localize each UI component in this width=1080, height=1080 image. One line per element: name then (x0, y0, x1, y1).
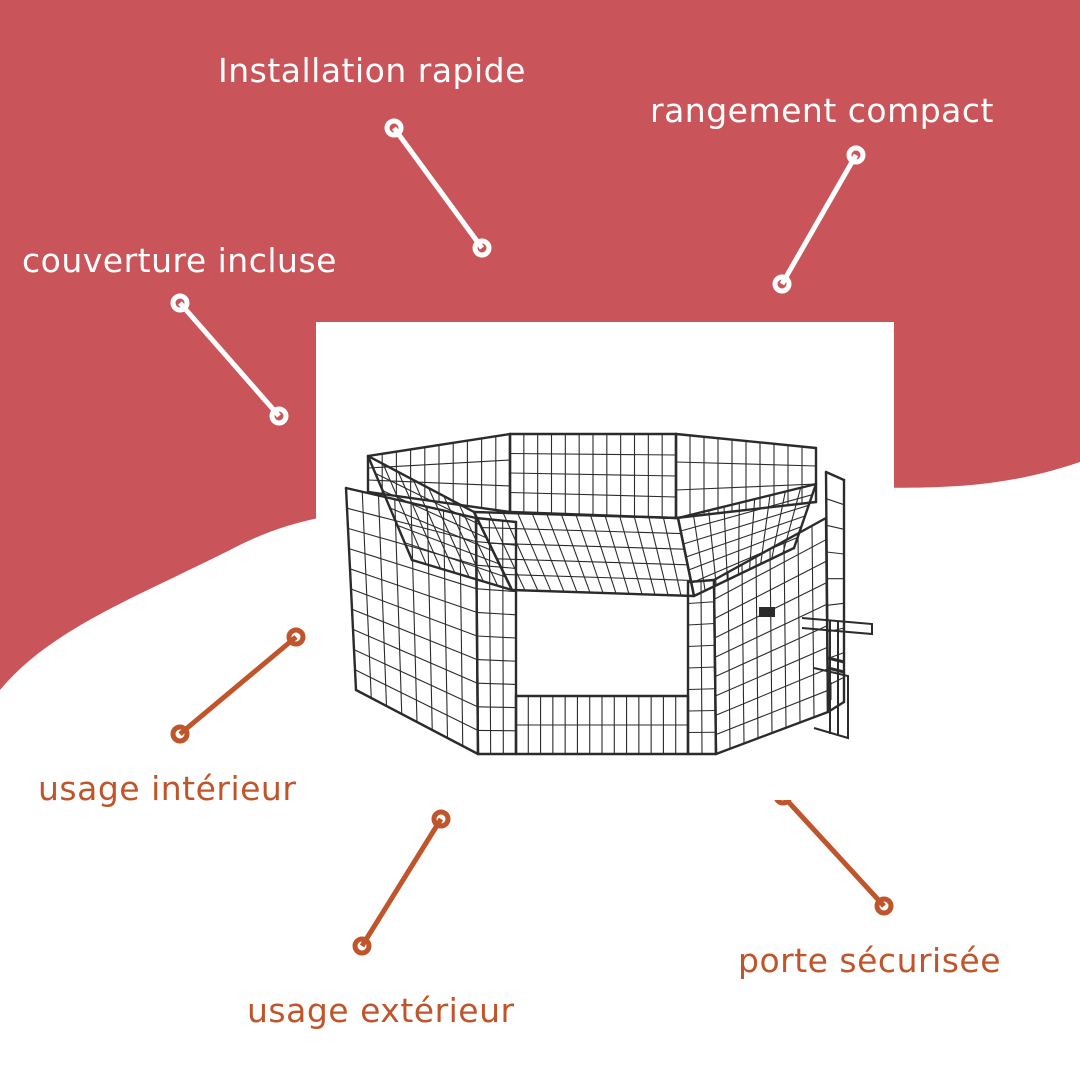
playpen-illustration (344, 432, 873, 756)
playpen-panels (344, 432, 846, 756)
feature-exterieur-label: usage extérieur (247, 991, 515, 1030)
callout-pointer-rangement (772, 145, 866, 294)
door-latch (827, 656, 845, 700)
feature-couverture-label: couverture incluse (22, 241, 337, 280)
callout-pointer-interieur (170, 627, 306, 744)
playpen-door (759, 607, 873, 740)
callout-pointer-exterieur (352, 809, 451, 956)
callout-pointer-porte (773, 786, 894, 916)
callout-pointer-installation (384, 118, 492, 258)
feature-porte-label: porte sécurisée (738, 941, 1002, 980)
feature-interieur-label: usage intérieur (38, 769, 297, 808)
feature-rangement-label: rangement compact (650, 91, 994, 130)
feature-installation-label: Installation rapide (218, 51, 526, 90)
callout-pointer-couverture (170, 293, 289, 426)
